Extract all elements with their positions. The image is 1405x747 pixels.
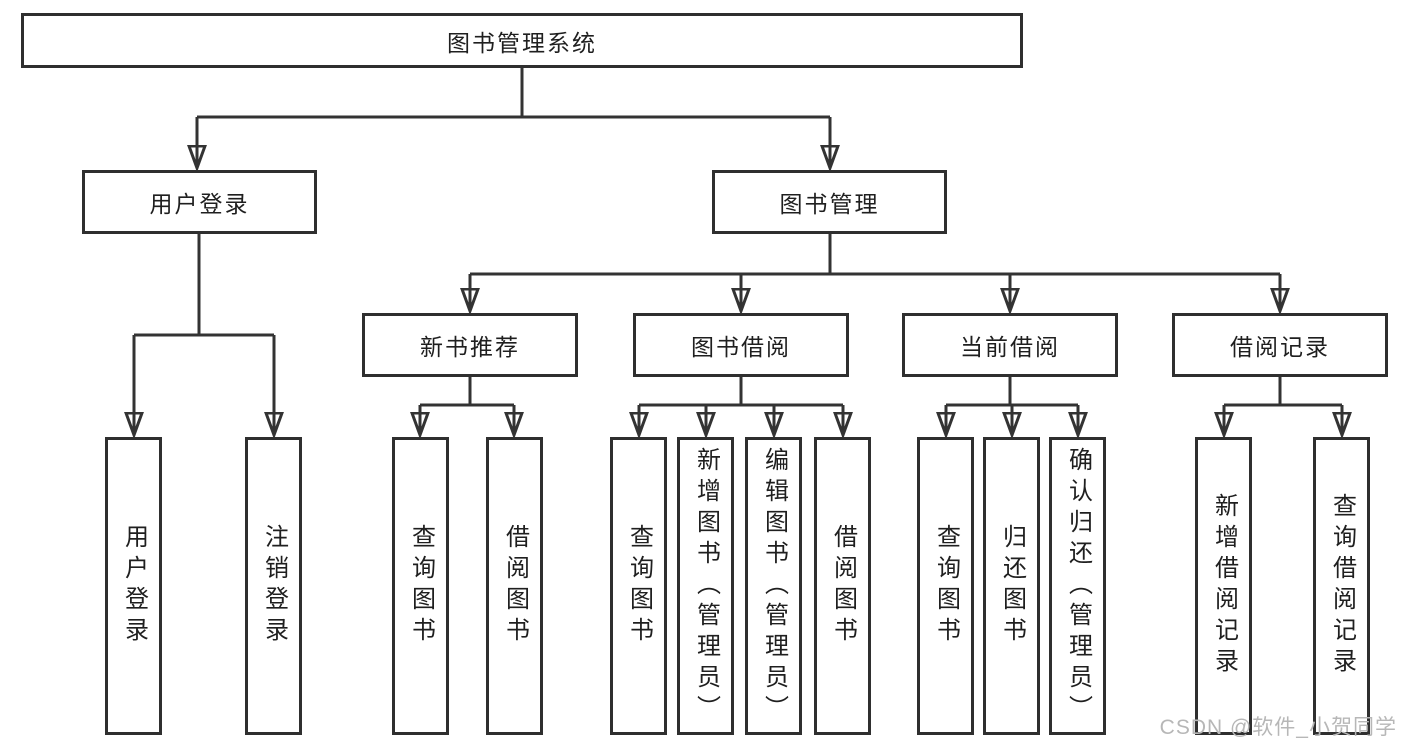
node-new-book-recommend-label: 新书推荐 bbox=[420, 334, 520, 360]
leaf-query-books-recommend: 查询图书 bbox=[392, 437, 449, 735]
leaf-query-borrow-record-label: 查询借阅记录 bbox=[1328, 493, 1356, 679]
node-new-book-recommend: 新书推荐 bbox=[362, 313, 578, 377]
leaf-query-books-current: 查询图书 bbox=[917, 437, 974, 735]
leaf-return-books-label: 归还图书 bbox=[998, 524, 1026, 648]
leaf-return-books: 归还图书 bbox=[983, 437, 1040, 735]
leaf-query-books-recommend-label: 查询图书 bbox=[407, 524, 435, 648]
leaf-edit-books-admin-label: 编辑图书（管理员） bbox=[760, 446, 788, 726]
csdn-watermark: CSDN @软件_小贺同学 bbox=[1159, 716, 1397, 739]
leaf-logout-login: 注销登录 bbox=[245, 437, 302, 735]
node-current-borrowing: 当前借阅 bbox=[902, 313, 1118, 377]
leaf-borrow-books-recommend-label: 借阅图书 bbox=[501, 524, 529, 648]
leaf-borrow-books-label: 借阅图书 bbox=[829, 524, 857, 648]
leaf-user-login-label: 用户登录 bbox=[120, 524, 148, 648]
node-book-borrowing-label: 图书借阅 bbox=[691, 334, 791, 360]
node-current-borrowing-label: 当前借阅 bbox=[960, 334, 1060, 360]
node-user-login: 用户登录 bbox=[82, 170, 317, 234]
leaf-borrow-books-recommend: 借阅图书 bbox=[486, 437, 543, 735]
node-book-management: 图书管理 bbox=[712, 170, 947, 234]
node-root-label: 图书管理系统 bbox=[447, 29, 597, 56]
leaf-add-books-admin-label: 新增图书（管理员） bbox=[692, 446, 720, 726]
leaf-edit-books-admin: 编辑图书（管理员） bbox=[745, 437, 802, 735]
node-user-login-label: 用户登录 bbox=[149, 191, 250, 217]
leaf-confirm-return-admin-label: 确认归还（管理员） bbox=[1064, 446, 1092, 726]
node-root: 图书管理系统 bbox=[21, 13, 1023, 68]
node-book-borrowing: 图书借阅 bbox=[633, 313, 849, 377]
leaf-confirm-return-admin: 确认归还（管理员） bbox=[1049, 437, 1106, 735]
leaf-add-borrow-record-label: 新增借阅记录 bbox=[1210, 493, 1238, 679]
leaf-query-books-borrow: 查询图书 bbox=[610, 437, 667, 735]
node-borrowing-records: 借阅记录 bbox=[1172, 313, 1388, 377]
node-borrowing-records-label: 借阅记录 bbox=[1230, 334, 1330, 360]
leaf-query-books-borrow-label: 查询图书 bbox=[625, 524, 653, 648]
leaf-add-books-admin: 新增图书（管理员） bbox=[677, 437, 734, 735]
leaf-user-login: 用户登录 bbox=[105, 437, 162, 735]
leaf-logout-login-label: 注销登录 bbox=[260, 524, 288, 648]
leaf-add-borrow-record: 新增借阅记录 bbox=[1195, 437, 1252, 735]
leaf-borrow-books: 借阅图书 bbox=[814, 437, 871, 735]
leaf-query-books-current-label: 查询图书 bbox=[932, 524, 960, 648]
leaf-query-borrow-record: 查询借阅记录 bbox=[1313, 437, 1370, 735]
node-book-management-label: 图书管理 bbox=[779, 191, 880, 217]
